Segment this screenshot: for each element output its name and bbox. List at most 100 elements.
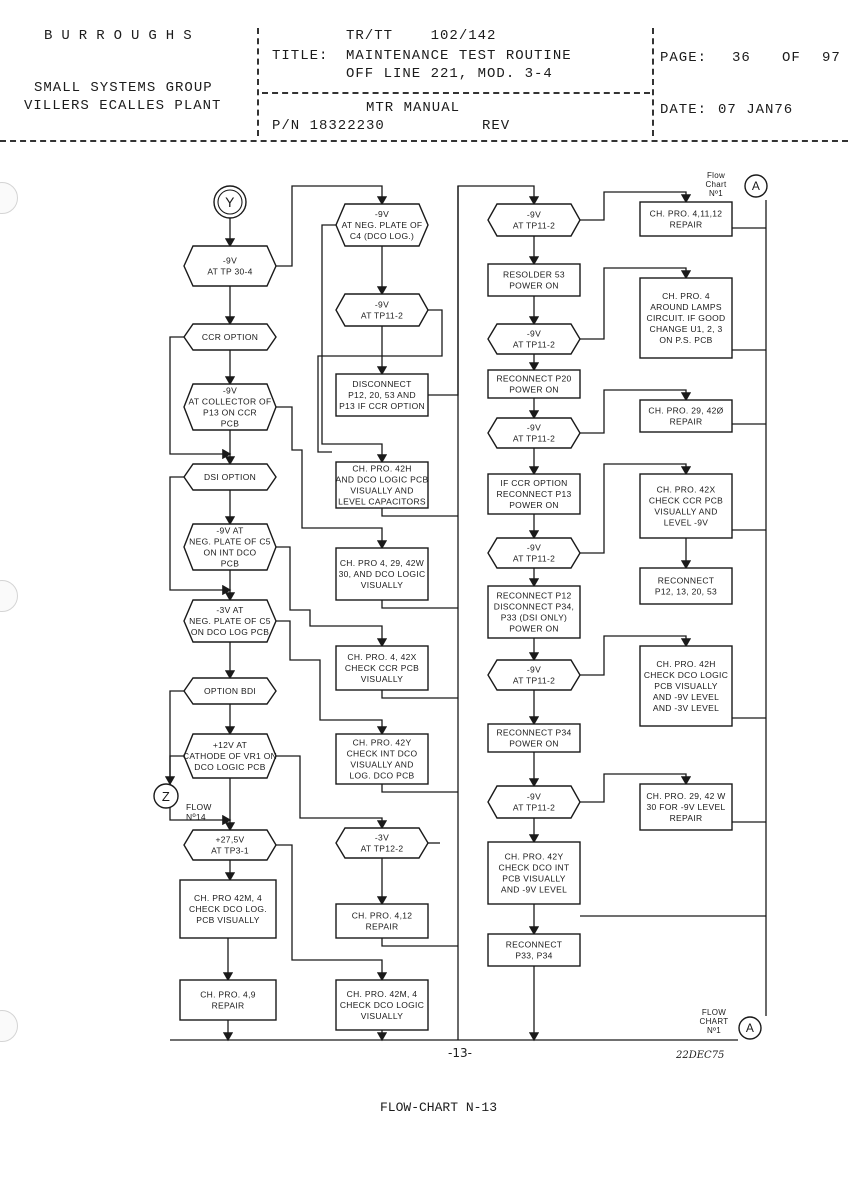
flow-box-line: LEVEL -9V xyxy=(664,518,708,528)
flow-box-line: -3V AT xyxy=(216,605,243,615)
flow-box-line: LEVEL CAPACITORS xyxy=(338,497,426,507)
flow-box-line: POWER ON xyxy=(509,624,559,634)
flow-box-line: -9V xyxy=(375,300,389,310)
flow-box-line: CH. PRO. 4,11,12 xyxy=(650,209,723,219)
flow-box-line: CHECK DCO INT xyxy=(499,863,570,873)
page-label: PAGE: xyxy=(660,50,708,66)
flow-box-line: POWER ON xyxy=(509,500,559,510)
flow-box-line: -9V xyxy=(527,210,541,220)
flow-line xyxy=(381,600,458,609)
manual-name: MTR MANUAL xyxy=(366,100,461,116)
flow-box-line: VISUALLY xyxy=(361,580,403,590)
flow-line xyxy=(580,635,692,676)
plant-name: VILLERS ECALLES PLANT xyxy=(24,98,222,114)
connector-y-label: Y xyxy=(225,194,235,210)
flow-box-line: CCR OPTION xyxy=(202,332,258,342)
flow-box-line: AT TP 30-4 xyxy=(207,267,252,277)
flow-box-c1b2: CCR OPTION xyxy=(183,323,277,351)
page-of: OF xyxy=(782,50,801,66)
flow-box-line: AT TP11-2 xyxy=(513,803,555,813)
flow-box-line: CH. PRO. 29, 42 W xyxy=(646,791,725,801)
connector-a-bottom-note: FLOW xyxy=(702,1008,726,1017)
flow-box-line: CH. PRO. 42M, 4 xyxy=(347,989,418,999)
flow-box-line: POWER ON xyxy=(509,281,559,291)
header-bottom-rule xyxy=(0,140,848,142)
connector-a-top-note: Chart xyxy=(705,180,727,189)
flow-box-line: RECONNECT P12 xyxy=(496,591,571,601)
flow-box-line: P12, 20, 53 AND xyxy=(348,390,416,400)
flow-box-line: +27,5V xyxy=(216,835,245,845)
connector-a-top-note: Nº1 xyxy=(709,189,723,198)
figure-caption: FLOW-CHART N-13 xyxy=(380,1100,498,1115)
flow-box-line: CHECK DCO LOG. xyxy=(189,904,267,914)
flow-box-line: AT TP11-2 xyxy=(513,221,555,231)
flow-box-line: OPTION BDI xyxy=(204,686,256,696)
flow-box-line: -9V xyxy=(527,543,541,553)
flow-box-line: CIRCUIT. IF GOOD xyxy=(647,313,726,323)
flow-box-line: CH. PRO. 29, 42Ø xyxy=(648,406,723,416)
date-label: DATE: xyxy=(660,102,708,118)
title-label: TITLE: xyxy=(272,48,329,64)
flow-line xyxy=(321,224,388,464)
flow-line xyxy=(580,773,692,803)
flow-box-line: RECONNECT P13 xyxy=(496,489,571,499)
flow-box-line: PCB VISUALLY xyxy=(196,915,259,925)
flow-box-line: DCO LOGIC PCB xyxy=(194,762,265,772)
flow-line xyxy=(169,690,232,826)
flow-box-line: -9V xyxy=(527,329,541,339)
flow-box-line: P12, 13, 20, 53 xyxy=(655,587,717,597)
flow-box-line: -9V xyxy=(223,256,237,266)
flow-box-line: CHECK DCO LOGIC xyxy=(340,1000,424,1010)
flow-box-line: CH. PRO. 4, 42X xyxy=(347,652,416,662)
flow-box-line: P13 IF CCR OPTION xyxy=(339,401,425,411)
flow-box-line: REPAIR xyxy=(670,417,703,427)
flow-box-line: CH. PRO. 42X xyxy=(657,485,716,495)
flow-box-line: AT TP11-2 xyxy=(513,676,555,686)
connector-z-label: Z xyxy=(162,789,170,804)
flow-box-line: CH. PRO. 4,9 xyxy=(200,990,256,1000)
flow-box-line: AND DCO LOGIC PCB xyxy=(336,475,429,485)
flow-box-line: CHANGE U1, 2, 3 xyxy=(650,324,723,334)
flow-box-line: -9V xyxy=(527,665,541,675)
flow-box-line: REPAIR xyxy=(212,1001,245,1011)
flow-line xyxy=(580,463,692,554)
flow-line xyxy=(580,191,692,221)
flow-box-line: LOG. DCO PCB xyxy=(349,771,414,781)
flow-box-line: RECONNECT xyxy=(658,576,715,586)
flow-box-line: CH. PRO. 42Y xyxy=(505,852,564,862)
flow-box-line: AT TP12-2 xyxy=(361,844,404,854)
flow-box-c1b4: DSI OPTION xyxy=(183,463,277,491)
flow-box-line: CH. PRO 42M, 4 xyxy=(194,893,262,903)
flow-box-line: ON DCO LOG PCB xyxy=(191,627,269,637)
flow-box-line: CH. PRO. 42H xyxy=(352,464,411,474)
flow-box-line: -9V AT xyxy=(216,526,243,536)
connector-z-note: FLOW xyxy=(186,802,212,812)
connector-a-top-note: Flow xyxy=(707,171,725,180)
flow-line xyxy=(381,784,458,793)
flow-box-line: VISUALLY AND xyxy=(350,486,413,496)
flow-line xyxy=(276,755,388,830)
flow-box-line: AROUND LAMPS xyxy=(650,302,722,312)
flow-box-line: REPAIR xyxy=(670,813,703,823)
flow-box-line: CHECK CCR PCB xyxy=(345,663,419,673)
flow-box-line: -9V xyxy=(527,792,541,802)
